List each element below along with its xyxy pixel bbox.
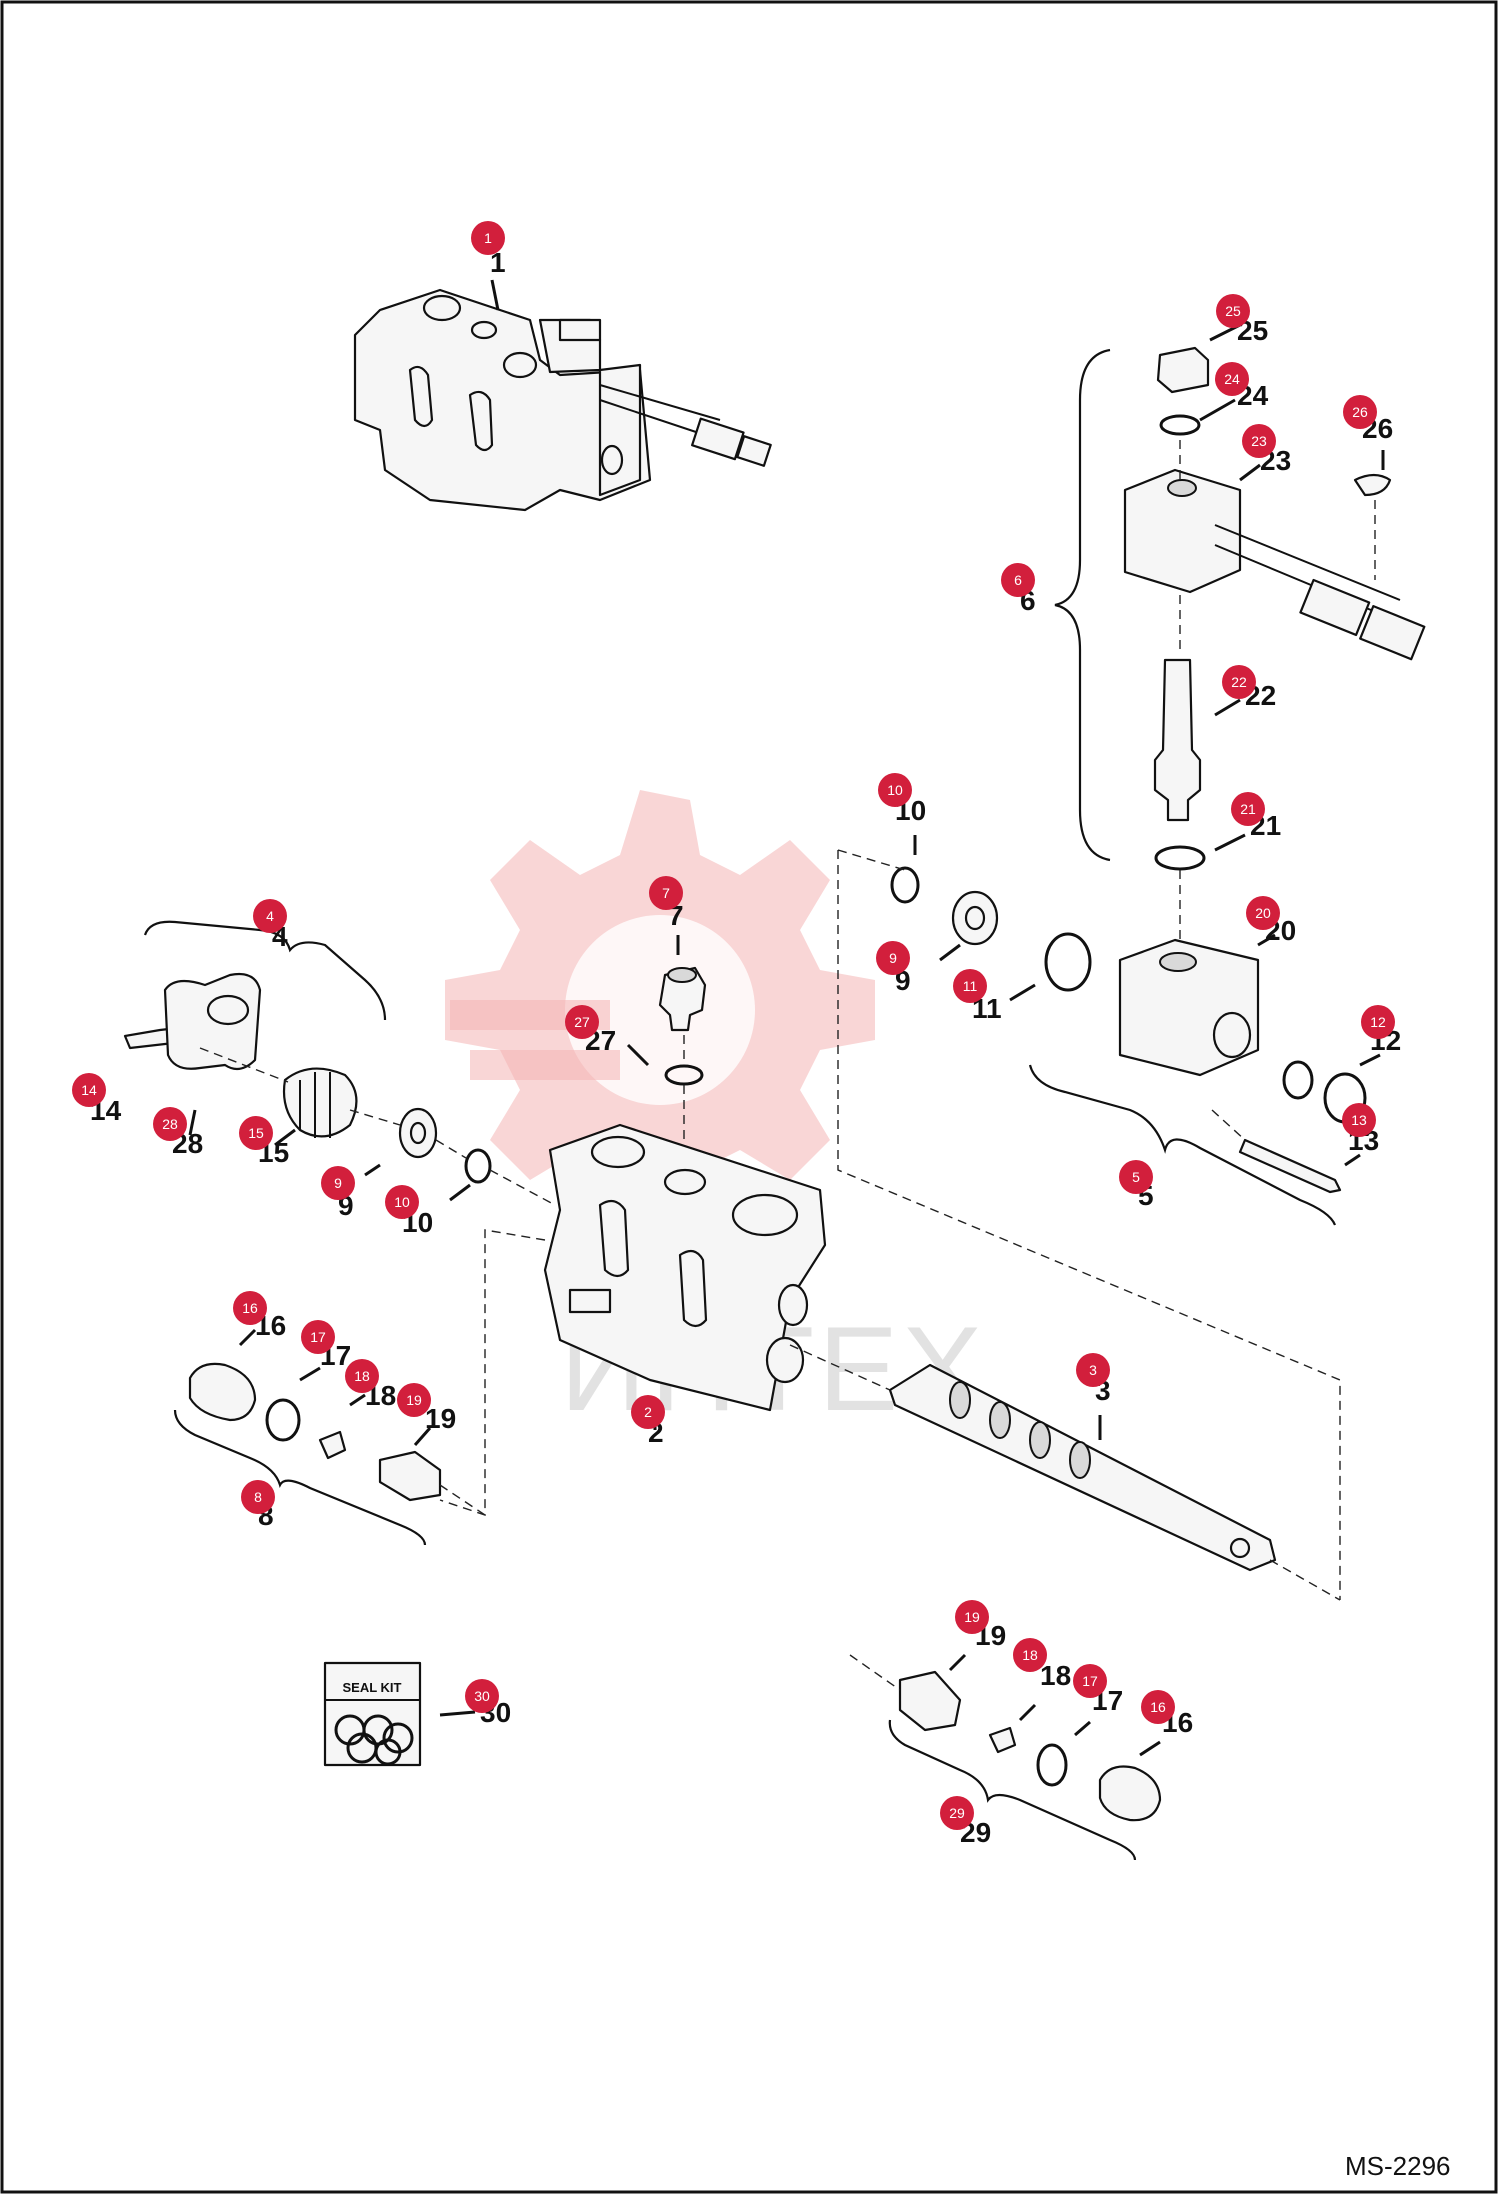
svg-text:20: 20 [1255,905,1271,921]
badge-25[interactable]: 25 [1216,294,1250,328]
badge-19-right[interactable]: 19 [955,1600,989,1634]
svg-text:7: 7 [662,885,670,901]
svg-text:24: 24 [1224,371,1240,387]
brace-group-5 [1028,1064,1337,1226]
svg-text:18: 18 [1022,1647,1038,1663]
valve-section-assembly [353,288,772,512]
svg-text:19: 19 [964,1609,980,1625]
badge-7[interactable]: 7 [649,876,683,910]
badge-1[interactable]: 1 [471,221,505,255]
badge-12[interactable]: 12 [1361,1005,1395,1039]
document-id: MS-2296 [1345,2151,1451,2181]
spring-cover-group [123,972,556,1206]
svg-text:5: 5 [1132,1169,1140,1185]
relief-left-group [188,1362,486,1516]
right-seal-group [837,849,1341,1600]
badge-24[interactable]: 24 [1215,362,1249,396]
badge-16-right[interactable]: 16 [1141,1690,1175,1724]
badge-28[interactable]: 28 [153,1107,187,1141]
svg-text:17: 17 [310,1329,326,1345]
badge-8[interactable]: 8 [241,1480,275,1514]
badge-6[interactable]: 6 [1001,563,1035,597]
svg-text:6: 6 [1014,572,1022,588]
svg-text:13: 13 [1351,1112,1367,1128]
svg-text:23: 23 [1251,433,1267,449]
svg-text:9: 9 [334,1175,342,1191]
brace-group-6 [1054,348,1111,862]
svg-text:15: 15 [248,1125,264,1141]
svg-text:17: 17 [1082,1673,1098,1689]
svg-text:18: 18 [354,1368,370,1384]
callout-labels: 1 2 3 4 5 6 7 8 9 9 10 10 11 12 13 14 15… [90,247,1401,1848]
callout-19-left: 19 [425,1403,456,1434]
svg-text:16: 16 [1150,1699,1166,1715]
relief-right-group [849,1654,1162,1822]
badge-29[interactable]: 29 [940,1796,974,1830]
callout-1: 1 [490,247,506,278]
svg-text:14: 14 [81,1082,97,1098]
svg-text:21: 21 [1240,801,1256,817]
svg-text:25: 25 [1225,303,1241,319]
badge-19-left[interactable]: 19 [397,1383,431,1417]
svg-text:4: 4 [266,908,274,924]
badge-17-right[interactable]: 17 [1073,1664,1107,1698]
svg-text:1: 1 [484,230,492,246]
brace-group-29 [888,1719,1137,1861]
spool [789,1344,1341,1601]
badge-14[interactable]: 14 [72,1073,106,1107]
badge-23[interactable]: 23 [1242,424,1276,458]
badge-16-left[interactable]: 16 [233,1291,267,1325]
badge-11[interactable]: 11 [953,969,987,1003]
svg-text:8: 8 [254,1489,262,1505]
svg-text:29: 29 [949,1805,965,1821]
badge-2[interactable]: 2 [631,1395,665,1429]
solenoid-block-group [1118,870,1367,1194]
brace-group-8 [173,1409,427,1546]
svg-text:26: 26 [1352,404,1368,420]
badge-21[interactable]: 21 [1231,792,1265,826]
badge-10-right[interactable]: 10 [878,773,912,807]
badge-30[interactable]: 30 [465,1679,499,1713]
badge-22[interactable]: 22 [1222,665,1256,699]
svg-text:19: 19 [406,1392,422,1408]
badge-13[interactable]: 13 [1342,1103,1376,1137]
svg-text:16: 16 [242,1300,258,1316]
svg-text:9: 9 [889,950,897,966]
solenoid-group [1123,346,1426,871]
brace-group-4 [143,920,387,1021]
svg-text:2: 2 [644,1404,652,1420]
valve-housing [439,1123,827,1516]
plug-group [658,966,707,1180]
badge-20[interactable]: 20 [1246,896,1280,930]
badge-17-left[interactable]: 17 [301,1320,335,1354]
badge-4[interactable]: 4 [253,899,287,933]
badge-15[interactable]: 15 [239,1116,273,1150]
svg-text:10: 10 [887,782,903,798]
svg-text:11: 11 [963,978,978,994]
badge-18-left[interactable]: 18 [345,1359,379,1393]
badge-9-right[interactable]: 9 [876,941,910,975]
svg-text:30: 30 [474,1688,490,1704]
badge-26[interactable]: 26 [1343,395,1377,429]
badge-3[interactable]: 3 [1076,1353,1110,1387]
svg-text:27: 27 [574,1014,590,1030]
badge-27[interactable]: 27 [565,1005,599,1039]
svg-text:12: 12 [1370,1014,1386,1030]
badge-18-right[interactable]: 18 [1013,1638,1047,1672]
svg-text:3: 3 [1089,1362,1097,1378]
svg-text:22: 22 [1231,674,1247,690]
seal-kit-box: SEAL KIT [323,1661,422,1767]
callout-18-right: 18 [1040,1660,1071,1691]
seal-kit-label: SEAL KIT [343,1680,402,1695]
badge-5[interactable]: 5 [1119,1160,1153,1194]
svg-text:10: 10 [394,1194,410,1210]
svg-text:28: 28 [162,1116,178,1132]
badge-9-left[interactable]: 9 [321,1166,355,1200]
badge-10-left[interactable]: 10 [385,1185,419,1219]
